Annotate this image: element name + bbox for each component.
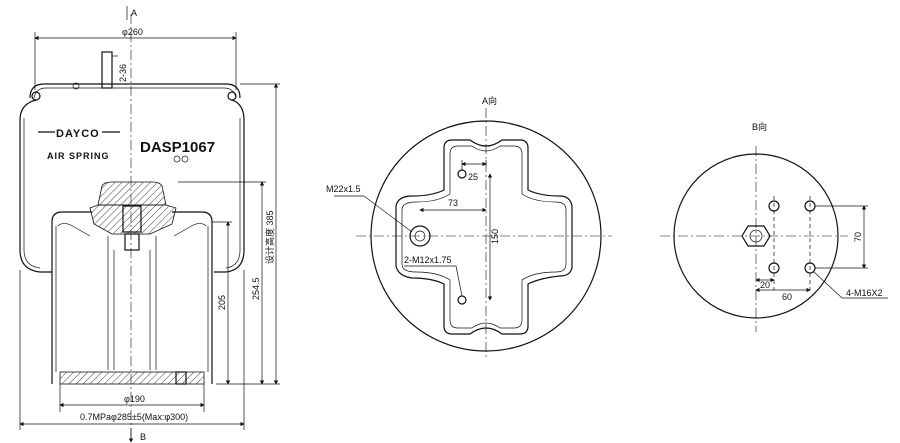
model-number: DASP1067 [140,139,215,156]
bellows-left [19,99,52,273]
bottom-diameter-label: φ190 [124,394,145,404]
holes-label: 4-M16X2 [846,288,883,298]
thread-main-label: M22x1.5 [326,184,361,194]
design-height-label: 设计高度 385 [264,210,275,264]
thread-holes-label: 2-M12x1.75 [404,255,452,265]
thread-holes-leader [455,265,463,297]
top-plate [29,83,241,99]
brand-tagline: AIR SPRING [47,151,110,161]
dayco-logo: DAYCO AIR SPRING [38,128,120,161]
h254-label: 254.5 [251,277,261,300]
side-view: A B φ260 2-36 DAYCO AIR SPRING DASP106 [19,6,280,443]
view-b-center-nut [741,225,771,247]
piston-clamp [89,204,177,235]
dim-73-label: 73 [448,198,458,208]
dim-20-label: 20 [760,280,770,290]
top-stud [101,51,113,89]
view-a: A向 25 73 150 M22x1.5 2-M12x1.75 [326,95,612,360]
bellows-fold-left [57,223,91,237]
view-b-label: B向 [752,121,767,132]
view-a-outer-circle [370,120,602,352]
dim-150-label: 150 [490,229,500,244]
bellows-fold-right [173,223,207,237]
thread-main-leader [363,195,413,233]
view-b: B向 70 20 60 4-M16X2 [660,121,888,332]
center-bolt-head [122,205,142,233]
view-a-hole-bottom [457,295,467,305]
top-plate-inner [33,87,237,99]
h205-label: 205 [217,295,227,310]
bead-ring-right [227,91,237,101]
top-bolt-left [72,82,80,90]
mark-circle-1 [173,155,181,163]
view-b-center-bolt [749,229,763,243]
dim-70-label: 70 [853,232,863,242]
view-a-main-hole [409,225,431,247]
cross-plate-outer [395,139,573,335]
view-a-main-hole-inner [414,230,426,242]
cross-plate-inner [401,145,567,329]
view-a-hole-top [457,169,467,179]
bellows-right [214,99,245,273]
stud-label: 2-36 [118,64,128,82]
view-a-label: A向 [482,95,497,106]
center-bolt-nut [124,233,140,251]
piston-cap [97,181,167,206]
dim-60-label: 60 [782,292,792,302]
piston-shoulder-right [172,211,213,223]
piston-shoulder-left [51,211,92,223]
brand-logo-text: DAYCO [56,128,100,140]
view-b-outer-circle [673,153,839,319]
pressure-label: 0.7MPaφ285±5(Max:φ300) [80,412,188,422]
holes-leader [813,271,843,299]
top-diameter-label: φ260 [122,27,143,37]
piston-base [59,371,205,385]
base-bolt [175,371,187,385]
dim-25-label: 25 [468,172,478,182]
view-b-marker: B [140,432,146,442]
view-a-marker: A [131,8,137,18]
mark-circle-2 [181,155,189,163]
bellows-left-inner [23,118,41,269]
